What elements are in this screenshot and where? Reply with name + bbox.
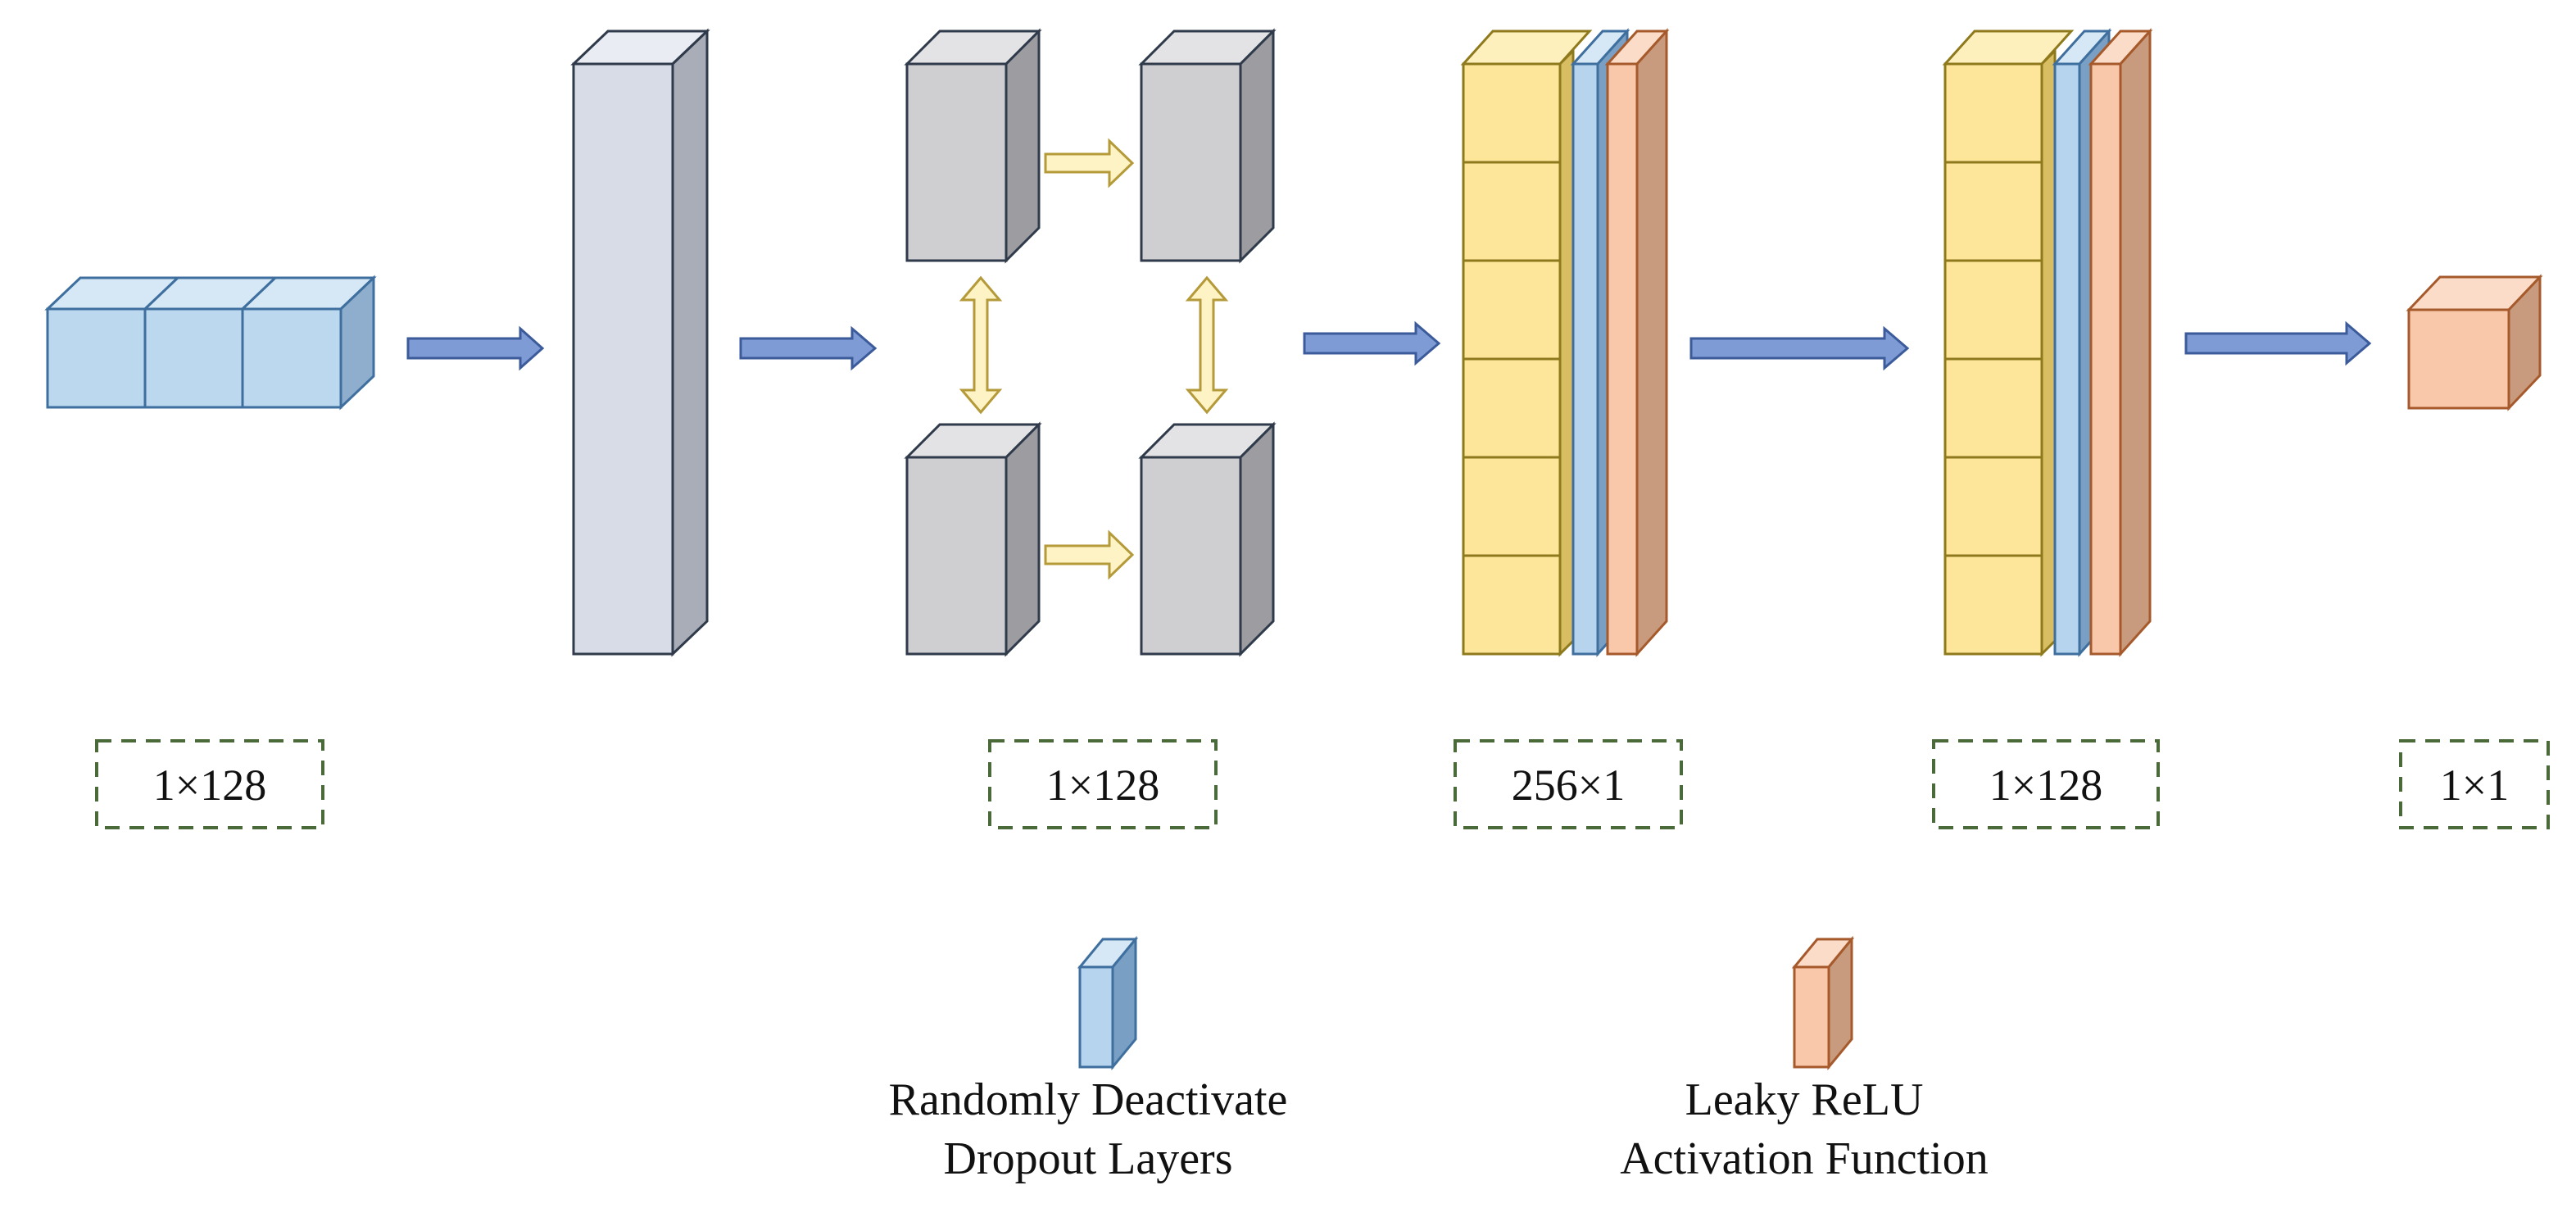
flow-arrow-1 [406,325,545,371]
dim-box-layer1 [1454,739,1683,829]
output-cube [2406,274,2543,411]
dim-box-layer2 [1932,739,2160,829]
input-cube-3-front [241,307,342,409]
cell-double-arrow-left [959,275,1003,415]
input-cubes [44,275,377,411]
cell-double-arrow-right [1185,275,1229,415]
dense-layer-front [572,62,674,656]
legend-dropout-swatch [1077,935,1139,1071]
dim-label-layer2: 1×128 [1989,761,2102,810]
input-cube-3-side [339,275,375,411]
legend-leaky-line2: Activation Function [1620,1133,1989,1184]
flow-arrow-3 [1303,320,1441,366]
dim-box-input [95,739,324,829]
legend-dropout-line1: Randomly Deactivate [889,1074,1288,1125]
hidden-layer-2-leaky-relu [2088,28,2153,657]
flow-arrow-2 [739,325,878,371]
legend-leaky-relu-swatch [1791,935,1855,1071]
legend-leaky-line1: Leaky ReLU [1685,1074,1924,1125]
hidden-layer-2 [1942,28,2153,657]
cell-bottom-right [1138,421,1277,657]
dim-box-output [2399,739,2550,829]
cell-top-right [1138,28,1277,264]
cell-arrow-top [1044,138,1135,188]
input-cube-1-front [46,307,147,409]
legend-dropout-line2: Dropout Layers [943,1133,1232,1184]
dim-label-input: 1×128 [153,761,266,810]
dense-layer-side [671,28,709,657]
cell-bottom-left [904,421,1042,657]
dimension-labels: 1×128 1×128 256×1 1×128 1×1 [95,739,2550,829]
dim-box-block [988,739,1218,829]
recurrent-block [904,28,1277,657]
cell-arrow-bottom [1044,529,1135,580]
dim-label-layer1: 256×1 [1512,761,1625,810]
hidden-layer-1 [1460,28,1670,657]
cell-top-left [904,28,1042,264]
flow-arrow-4 [1689,325,1910,371]
dim-label-block: 1×128 [1046,761,1159,810]
input-cube-2-front [143,307,244,409]
legend: Randomly Deactivate Dropout Layers Leaky… [889,935,1989,1184]
dim-label-output: 1×1 [2440,761,2509,810]
dense-layer-block [570,28,710,657]
flow-arrow-5 [2184,320,2372,366]
hidden-layer-1-leaky-relu [1604,28,1670,657]
